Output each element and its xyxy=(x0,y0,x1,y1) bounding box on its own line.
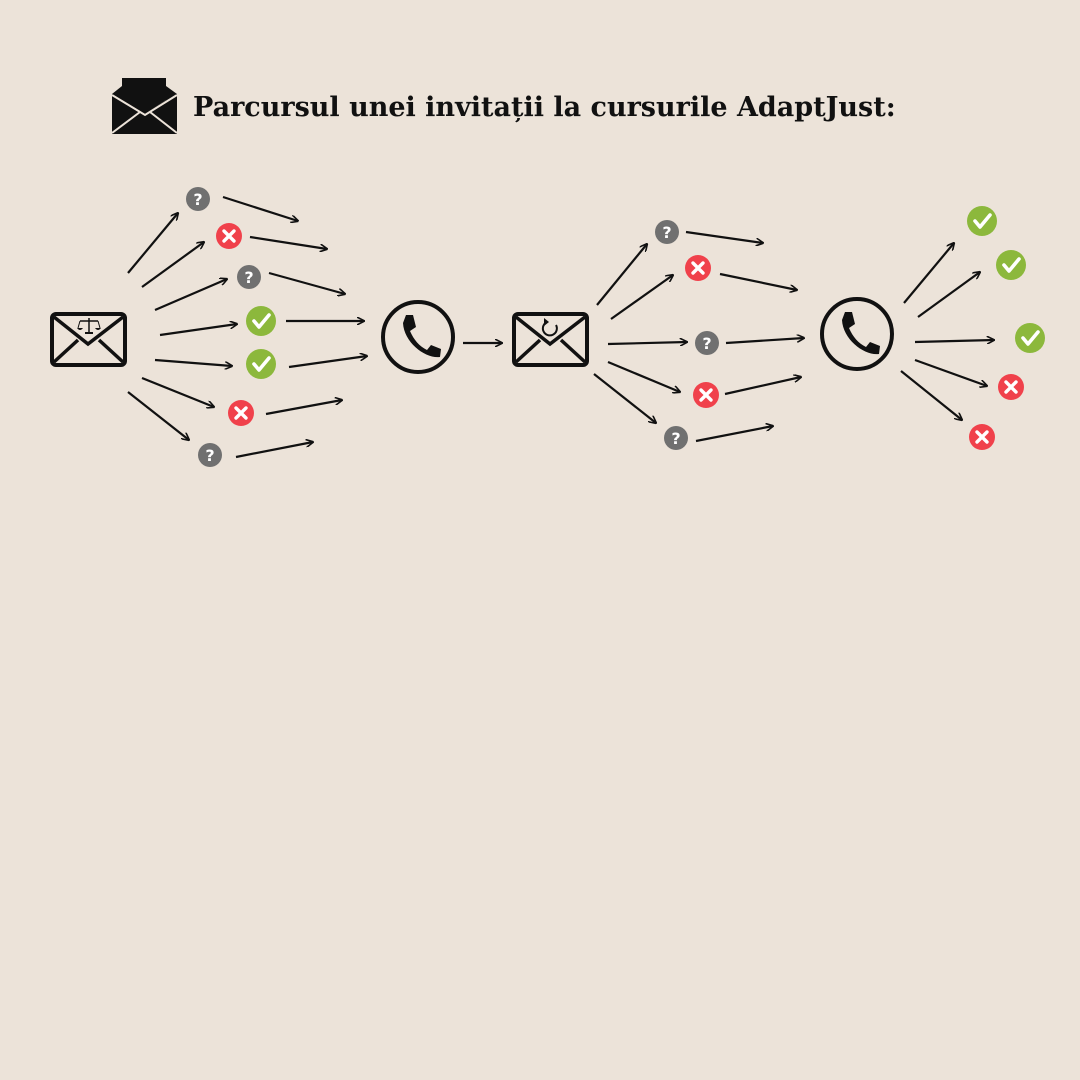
declined-status-icon xyxy=(214,221,244,251)
declined-status-icon xyxy=(691,380,721,410)
page-title: Parcursul unei invitații la cursurile Ad… xyxy=(193,92,896,123)
final-outcomes xyxy=(965,204,1047,452)
unknown-status-icon xyxy=(237,265,261,289)
stage1-fanout-arrows xyxy=(127,213,237,440)
stage1-responses xyxy=(186,187,278,467)
accepted-status-icon xyxy=(244,347,278,381)
declined-status-icon xyxy=(683,253,713,283)
accepted-status-icon xyxy=(1013,321,1047,355)
phone-icon xyxy=(381,300,455,374)
accepted-status-icon xyxy=(965,204,999,238)
open-envelope-icon xyxy=(111,78,178,134)
declined-status-icon xyxy=(996,372,1026,402)
stage2-responses xyxy=(655,220,721,450)
unknown-status-icon xyxy=(655,220,679,244)
envelope-scales-icon xyxy=(50,312,127,367)
unknown-status-icon xyxy=(664,426,688,450)
accepted-status-icon xyxy=(244,304,278,338)
unknown-status-icon xyxy=(186,187,210,211)
declined-status-icon xyxy=(967,422,997,452)
stage2-fanout-arrows xyxy=(593,244,687,423)
unknown-status-icon xyxy=(695,331,719,355)
declined-status-icon xyxy=(226,398,256,428)
stage3-fanout-arrows xyxy=(900,243,994,420)
unknown-status-icon xyxy=(198,443,222,467)
stage2-forward-arrows xyxy=(685,230,804,443)
envelope-resend-icon xyxy=(512,312,589,367)
accepted-status-icon xyxy=(994,248,1028,282)
stage1-forward-arrows xyxy=(222,195,367,459)
phone-icon xyxy=(820,297,894,371)
